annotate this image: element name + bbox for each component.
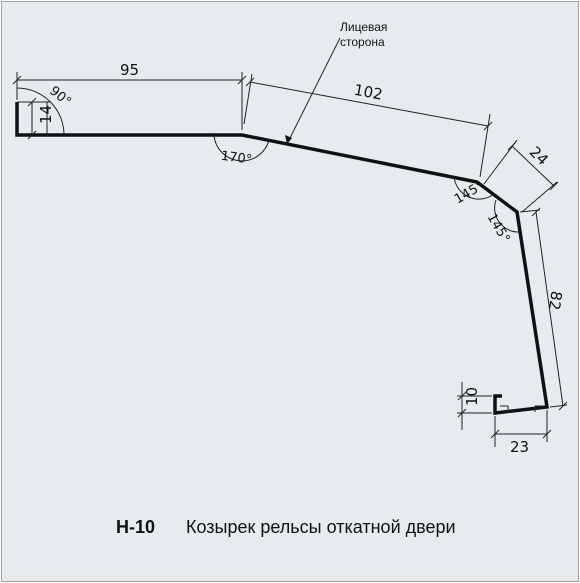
product-code: Н-10 — [116, 517, 155, 537]
dim-label-10: 10 — [463, 387, 481, 406]
tick — [490, 429, 500, 439]
leader-line — [286, 37, 341, 145]
tick — [245, 77, 255, 87]
ext-line — [521, 181, 558, 213]
dim-line-82 — [535, 211, 564, 407]
dim-label-14: 14 — [37, 105, 55, 124]
tick — [27, 97, 37, 107]
tick — [237, 75, 247, 85]
face-side-label-line2: сторона — [340, 35, 385, 49]
dim-label-102: 102 — [353, 81, 384, 104]
tick — [27, 130, 37, 140]
angle-label-145a: 145° — [452, 179, 487, 208]
ext-line — [519, 209, 541, 213]
angle-arc-145a — [453, 176, 495, 200]
angle-label-145b: 145° — [484, 211, 513, 246]
tick — [531, 207, 541, 217]
angle-arc-90 — [16, 87, 65, 136]
dim-label-82: 82 — [545, 290, 565, 311]
product-description: Козырек рельсы откатной двери — [186, 517, 456, 537]
ext-line — [483, 139, 518, 185]
face-side-label-line1: Лицевая — [340, 20, 387, 34]
angle-label-170: 170° — [220, 149, 253, 168]
angle-arc-170 — [213, 134, 270, 162]
tick — [549, 181, 559, 191]
dim-label-95: 95 — [120, 61, 139, 79]
ext-line — [549, 404, 568, 408]
angle-arc-145b — [494, 199, 521, 233]
profile-outline — [15, 102, 550, 415]
dim-line-24 — [511, 145, 555, 187]
tick — [457, 408, 467, 418]
dim-label-24: 24 — [526, 143, 552, 169]
tick — [457, 391, 467, 401]
leader-arrow — [285, 135, 292, 144]
dim-label-23: 23 — [510, 438, 529, 456]
tick — [12, 75, 22, 85]
tick — [542, 429, 552, 439]
tick — [507, 141, 517, 151]
tick — [558, 401, 568, 411]
ext-line — [479, 113, 491, 178]
dim-line-102 — [249, 81, 489, 127]
tick — [483, 121, 493, 131]
